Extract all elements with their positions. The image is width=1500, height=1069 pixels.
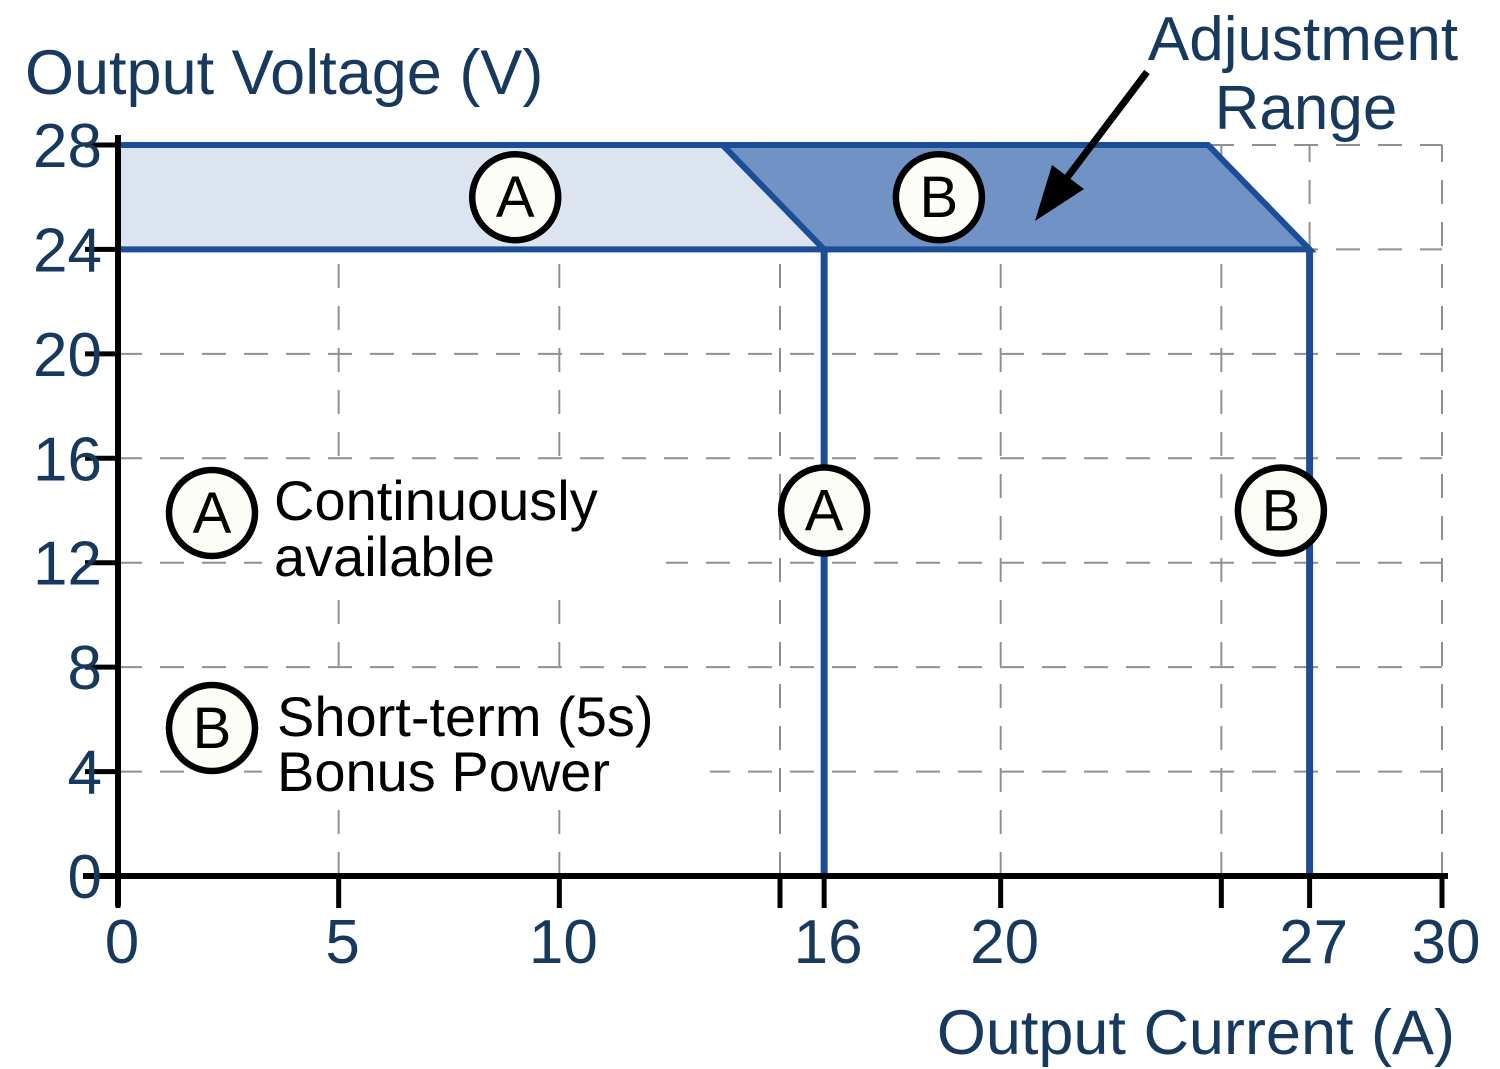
x-tick-label: 0 <box>105 908 139 977</box>
marker-letter: A <box>805 479 844 544</box>
region-markers: A B A B <box>468 150 1328 557</box>
marker-circle <box>777 464 871 557</box>
x-tick-label: 16 <box>794 908 863 977</box>
legend-b-circle <box>165 681 259 775</box>
y-tick-label: 8 <box>68 634 102 703</box>
x-tick-label: 27 <box>1279 908 1348 977</box>
limit-lines <box>820 249 1314 876</box>
legend-item-b: B Short-term (5s) Bonus Power <box>165 681 710 803</box>
marker-a: A <box>777 464 871 557</box>
legend-a-line2: available <box>274 525 495 588</box>
y-tick-label: 4 <box>68 739 102 808</box>
adjustment-range-arrow <box>1063 69 1150 182</box>
operating-regions <box>115 142 1317 253</box>
legend-a-line1: Continuously <box>274 469 598 532</box>
x-tick-label: 30 <box>1412 908 1481 977</box>
y-axis-title: Output Voltage (V) <box>25 38 543 108</box>
tick-labels: 0 5 10 16 20 27 30 0 4 8 12 16 20 24 28 <box>33 112 1480 977</box>
adjustment-range-arrowhead <box>1035 165 1084 221</box>
legend-b-line2: Bonus Power <box>277 740 610 803</box>
legend-a-circle <box>165 466 259 560</box>
region-b <box>715 142 1317 253</box>
legend-a-halo <box>262 470 666 590</box>
legend-b-letter: B <box>193 696 232 761</box>
marker-circle <box>892 150 986 244</box>
marker-letter: A <box>496 165 535 230</box>
legend-item-a: A Continuously available <box>165 466 666 590</box>
annotation-adjustment-range: Adjustment Range <box>1035 5 1458 221</box>
axes <box>83 135 1448 908</box>
y-tick-label: 16 <box>33 425 102 494</box>
x-tick-label: 20 <box>970 908 1039 977</box>
x-tick-label: 5 <box>325 908 359 977</box>
legend-b-line1: Short-term (5s) <box>277 685 654 748</box>
y-tick-label: 28 <box>33 112 102 181</box>
annotation-line2: Range <box>1215 74 1398 143</box>
x-axis-title: Output Current (A) <box>937 998 1455 1068</box>
y-tick-label: 20 <box>33 321 102 390</box>
y-tick-label: 12 <box>33 530 102 599</box>
y-tick-label: 24 <box>33 216 102 285</box>
marker-a: A <box>468 150 562 244</box>
marker-circle <box>468 150 562 244</box>
y-tick-label: 0 <box>68 843 102 912</box>
marker-b: B <box>1234 464 1328 557</box>
marker-letter: B <box>920 165 959 230</box>
annotation-line1: Adjustment <box>1148 5 1458 74</box>
x-tick-label: 10 <box>529 908 598 977</box>
marker-letter: B <box>1262 479 1301 544</box>
legend-a-letter: A <box>193 481 232 546</box>
marker-b: B <box>892 150 986 244</box>
marker-circle <box>1234 464 1328 557</box>
legend-b-halo <box>262 684 710 802</box>
